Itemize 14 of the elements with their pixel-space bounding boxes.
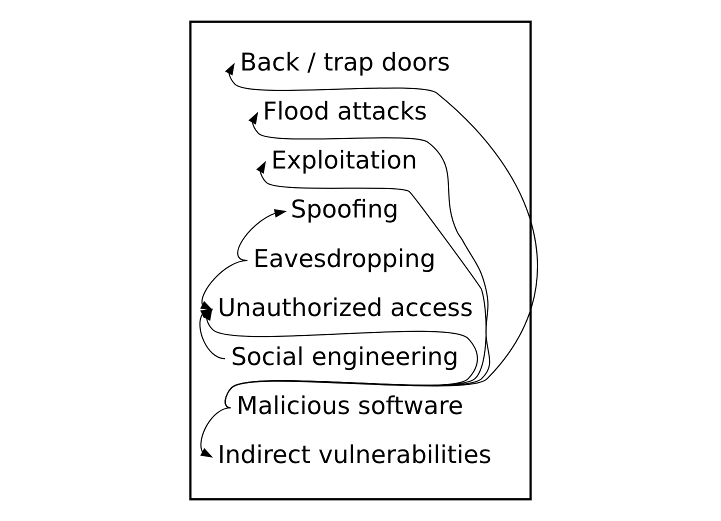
cluster: [189, 20, 532, 500]
node-text: Malicious software: [236, 390, 464, 420]
arrow: [200, 407, 231, 458]
node-text: Indirect vulnerabilities: [218, 440, 492, 470]
node-text: Unauthorized access: [218, 292, 473, 322]
arrow: [237, 209, 287, 262]
arrow: [200, 260, 248, 310]
node-text: Flood attacks: [262, 96, 427, 126]
node-text: Social engineering: [231, 342, 458, 371]
node-text: Eavesdropping: [253, 244, 436, 273]
node-text: Spoofing: [290, 194, 399, 224]
arrow: [202, 308, 478, 408]
node-text: Exploitation: [271, 146, 418, 175]
node-text: Back / trap doors: [240, 47, 450, 76]
